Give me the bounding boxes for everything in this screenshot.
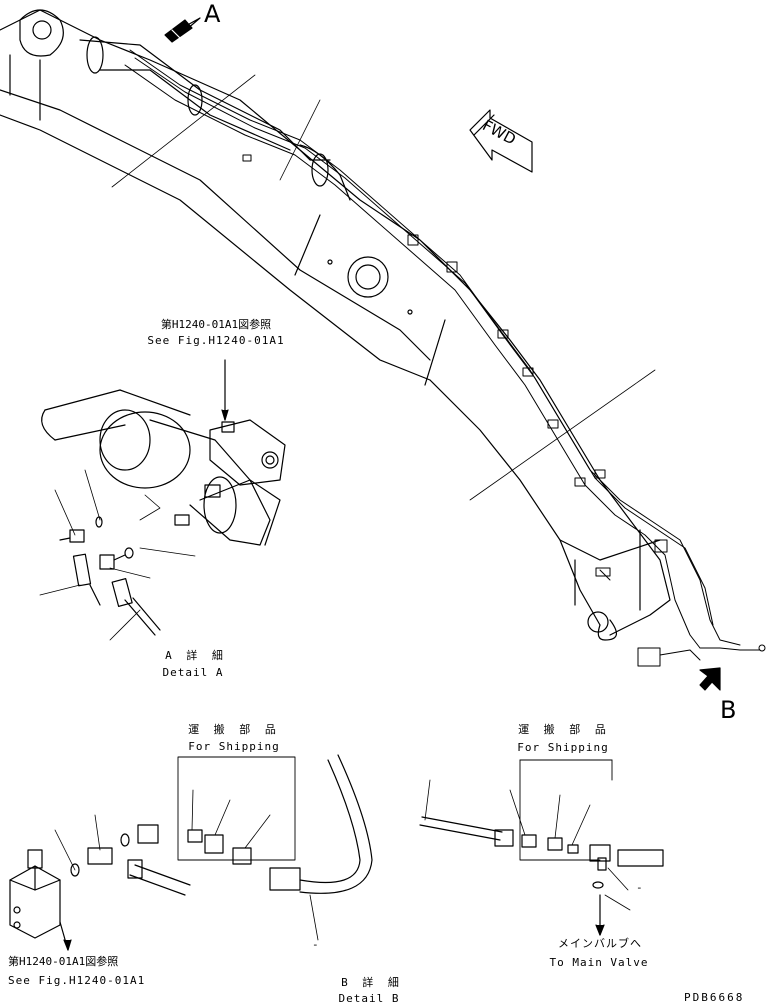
ref-bottom-en: See Fig.H1240-01A1	[8, 974, 146, 987]
hydraulic-lines	[124, 49, 766, 667]
ref-top-en: See Fig.H1240-01A1	[147, 334, 285, 347]
detail-b-drawing	[9, 754, 664, 951]
shipping-left-jp: 運 搬 部 品	[188, 723, 280, 736]
callout-b-label: B	[720, 696, 737, 724]
boom-structure	[0, 9, 671, 641]
detail-a-title-en: Detail A	[162, 666, 224, 679]
detail-a-drawing	[39, 359, 286, 641]
fwd-arrow-icon	[469, 109, 533, 173]
detail-a-title-jp: A 詳 細	[165, 649, 227, 662]
dash-mark-hose: -	[312, 938, 320, 951]
main-valve-jp: メインバルブへ	[558, 937, 642, 950]
drawing-code: PDB6668	[684, 991, 745, 1004]
detail-b-title-en: Detail B	[338, 992, 400, 1004]
dash-mark-tee: -	[636, 881, 644, 894]
callout-a-label: A	[204, 0, 221, 28]
shipping-right-en: For Shipping	[517, 741, 609, 754]
leader-lines-main	[111, 74, 656, 501]
shipping-left-en: For Shipping	[188, 740, 280, 753]
detail-b-title-jp: B 詳 細	[341, 976, 403, 989]
arrow-b-icon	[699, 667, 721, 691]
main-valve-en: To Main Valve	[549, 956, 649, 969]
ref-bottom-jp: 第H1240-01A1図参照	[8, 955, 119, 968]
shipping-right-jp: 運 搬 部 品	[518, 723, 610, 736]
arrow-a-icon	[164, 17, 201, 43]
ref-top-jp: 第H1240-01A1図参照	[160, 318, 272, 331]
